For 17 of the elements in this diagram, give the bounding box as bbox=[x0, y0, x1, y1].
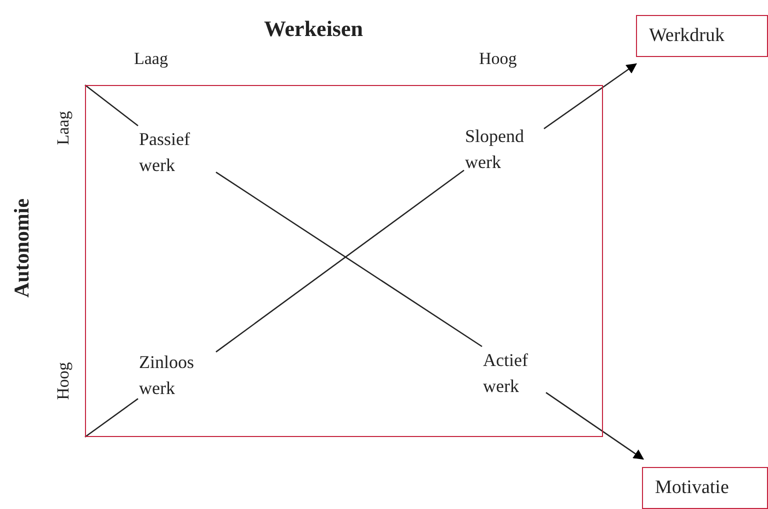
quadrant-label: Passief werk bbox=[139, 126, 217, 178]
axis-title: Werkeisen bbox=[264, 15, 363, 43]
outcome-box: Werkdruk bbox=[636, 15, 768, 57]
connector-line bbox=[84, 398, 138, 438]
outcome-box: Motivatie bbox=[642, 467, 768, 509]
connector-line bbox=[84, 84, 138, 126]
arrow bbox=[546, 392, 644, 460]
quadrant-frame bbox=[85, 85, 603, 437]
quadrant-label: Slopend werk bbox=[465, 123, 545, 175]
axis-label: Hoog bbox=[479, 50, 517, 67]
axis-title: Autonomie bbox=[12, 198, 32, 298]
quadrant-label: Actief werk bbox=[483, 347, 547, 399]
quadrant-label: Zinloos werk bbox=[139, 349, 217, 401]
axis-label: Hoog bbox=[54, 362, 72, 400]
axis-label: Laag bbox=[54, 111, 72, 145]
axis-label: Laag bbox=[134, 50, 168, 67]
arrow bbox=[544, 63, 637, 130]
